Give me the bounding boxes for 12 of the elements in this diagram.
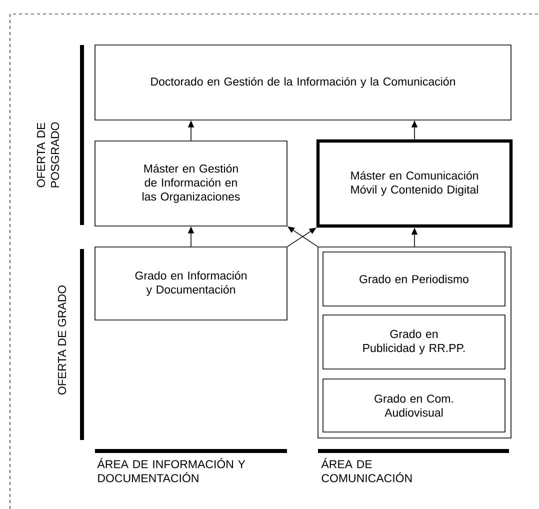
section-label: OFERTA DE POSGRADO (36, 122, 60, 188)
program-box: Máster en Comunicación Móvil y Contenido Digital (316, 139, 513, 228)
area-label: ÁREA DE COMUNICACIÓN (321, 458, 412, 482)
program-box: Grado en Información y Documentación (94, 246, 288, 320)
program-box: Máster en Gestión de Información en las Organizaciones (94, 140, 288, 226)
program-box: Grado en Periodismo (322, 252, 506, 306)
group-box (318, 246, 512, 438)
program-box: Doctorado en Gestión de la Información y la Comunicación (94, 44, 512, 120)
section-label: OFERTA DE GRADO (58, 286, 66, 394)
area-label: ÁREA DE INFORMACIÓN Y DOCUMENTACIÓN (97, 458, 246, 482)
program-box: Grado en Com. Audiovisual (322, 378, 506, 432)
program-box: Grado en Publicidad y RR.PP. (322, 314, 506, 370)
